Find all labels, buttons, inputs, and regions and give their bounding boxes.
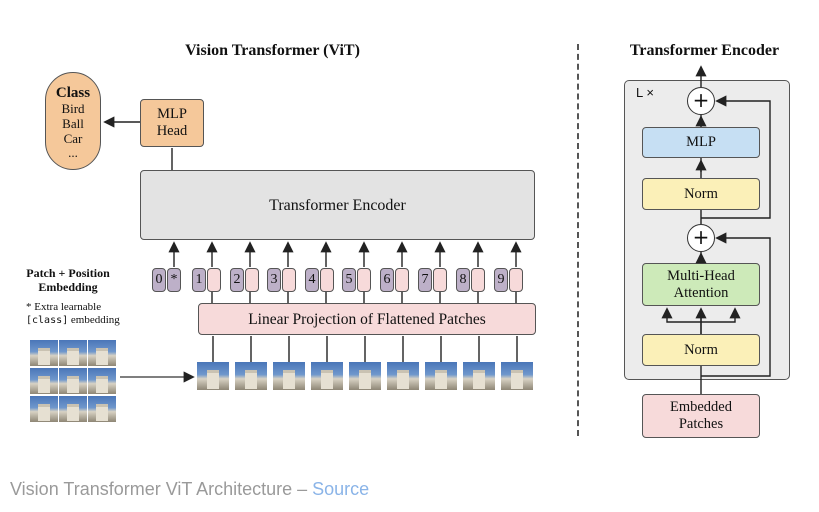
divider	[577, 44, 579, 436]
flattened-patch	[387, 362, 419, 390]
image-patch	[88, 396, 116, 422]
vit-title: Vision Transformer (ViT)	[185, 42, 360, 59]
extra-learnable-note: * Extra learnable [class] embedding	[26, 301, 120, 327]
class-heading: Class	[55, 85, 91, 101]
embedding-label: Patch + Position Embedding	[26, 266, 110, 294]
extra-note-line1: * Extra learnable	[26, 301, 102, 313]
position-token: 6	[380, 268, 394, 292]
image-patch	[88, 340, 116, 366]
class-item: Ball	[62, 116, 84, 131]
flattened-patch	[273, 362, 305, 390]
position-token: 8	[456, 268, 470, 292]
flattened-patch	[197, 362, 229, 390]
image-patch	[30, 368, 58, 394]
caption-text: Vision Transformer ViT Architecture –	[10, 479, 313, 499]
position-token: 5	[342, 268, 356, 292]
patch-token	[433, 268, 447, 292]
patch-token	[282, 268, 296, 292]
patch-token	[320, 268, 334, 292]
position-token: 9	[494, 268, 508, 292]
multi-head-attention-box: Multi-Head Attention	[642, 263, 760, 306]
flattened-patch	[463, 362, 495, 390]
source-link[interactable]: Source	[312, 479, 370, 499]
encoder-detail-title: Transformer Encoder	[629, 42, 780, 59]
flattened-patch	[235, 362, 267, 390]
flattened-patch	[425, 362, 457, 390]
class-code: [class]	[26, 315, 69, 326]
vit-connectors	[103, 116, 522, 383]
position-token: 3	[267, 268, 281, 292]
linear-projection-box: Linear Projection of Flattened Patches	[198, 303, 536, 335]
patch-token	[471, 268, 485, 292]
embedded-patches-box: Embedded Patches	[642, 394, 760, 438]
position-token: 1	[192, 268, 206, 292]
image-patch	[59, 340, 87, 366]
transformer-encoder-box: Transformer Encoder	[140, 170, 535, 240]
patch-token	[395, 268, 409, 292]
image-patch	[88, 368, 116, 394]
class-item: Car	[63, 131, 83, 146]
mlp-head-box: MLP Head	[140, 99, 204, 147]
patch-token	[509, 268, 523, 292]
patch-token	[207, 268, 221, 292]
position-token: 4	[305, 268, 319, 292]
position-token: 7	[418, 268, 432, 292]
image-patch	[30, 340, 58, 366]
class-item: Bird	[61, 101, 85, 116]
patch-token	[357, 268, 371, 292]
flattened-patch	[501, 362, 533, 390]
class-output-box: Class Bird Ball Car ...	[45, 72, 101, 170]
extra-note-line2: embedding	[68, 314, 120, 326]
flattened-patch	[311, 362, 343, 390]
class-token: *	[167, 268, 181, 292]
mlp-box: MLP	[642, 127, 760, 158]
norm-box-lower: Norm	[642, 334, 760, 366]
image-patch	[59, 396, 87, 422]
encoder-connectors	[661, 65, 771, 394]
image-patch	[59, 368, 87, 394]
layer-repeat-label: L ×	[636, 85, 654, 100]
class-item: ...	[68, 145, 78, 160]
residual-add-top: +	[687, 87, 715, 115]
figure-caption: Vision Transformer ViT Architecture – So…	[10, 479, 369, 500]
image-patch	[30, 396, 58, 422]
position-token: 2	[230, 268, 244, 292]
norm-box-upper: Norm	[642, 178, 760, 210]
position-token: 0	[152, 268, 166, 292]
flattened-patch	[349, 362, 381, 390]
residual-add-bottom: +	[687, 224, 715, 252]
patch-token	[245, 268, 259, 292]
